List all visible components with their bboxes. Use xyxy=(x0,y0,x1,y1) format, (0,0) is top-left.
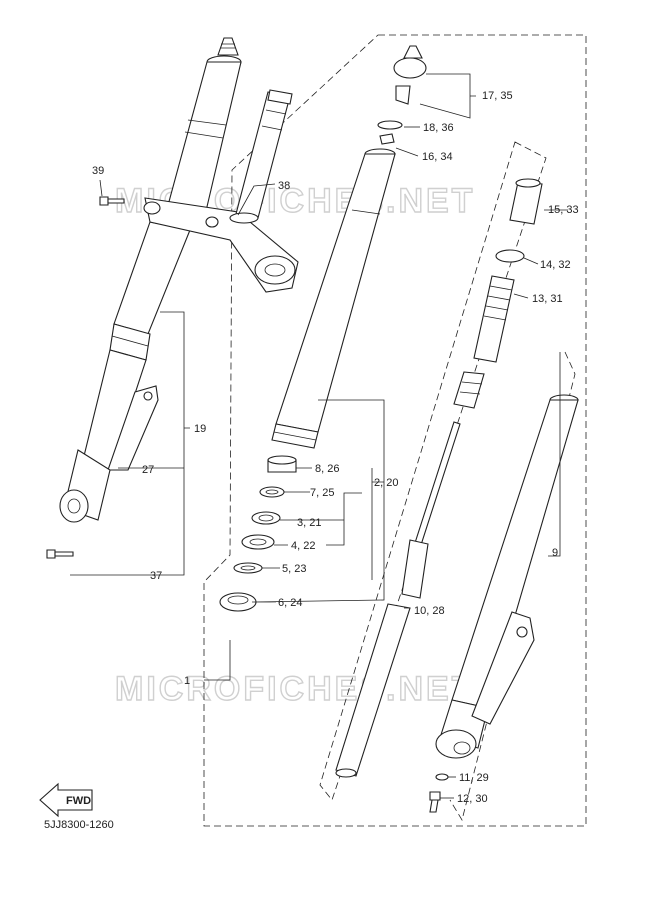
bolt-12 xyxy=(429,791,441,813)
washer-11 xyxy=(435,773,449,781)
callout-11-29: 11, 29 xyxy=(459,772,489,784)
callout-18-36: 18, 36 xyxy=(423,122,454,134)
callout-6-24: 6, 24 xyxy=(278,597,302,609)
callout-15-33: 15, 33 xyxy=(548,204,579,216)
callout-14-32: 14, 32 xyxy=(540,259,571,271)
diagram-code: 5JJ8300-1260 xyxy=(44,819,114,831)
nut-16 xyxy=(379,133,395,145)
callout-16-34: 16, 34 xyxy=(422,151,453,163)
washer-14 xyxy=(495,249,525,263)
assembled-fork xyxy=(59,37,242,523)
callout-1: 1 xyxy=(184,675,190,687)
outer-tube xyxy=(271,148,396,449)
inner-tube-group-boundary xyxy=(319,141,547,801)
washer-18 xyxy=(377,120,403,130)
callout-8-26: 8, 26 xyxy=(315,463,339,475)
callout-3-21: 3, 21 xyxy=(297,517,321,529)
spring-13 xyxy=(473,275,515,363)
callout-12-30: 12, 30 xyxy=(457,793,488,805)
bolt-39 xyxy=(99,196,125,206)
callout-13-31: 13, 31 xyxy=(532,293,563,305)
spacer-15 xyxy=(509,181,543,225)
damper-rod-10 xyxy=(335,421,461,778)
callout-27: 27 xyxy=(142,464,154,476)
callout-5-23: 5, 23 xyxy=(282,563,306,575)
callout-7-25: 7, 25 xyxy=(310,487,334,499)
callout-17-35: 17, 35 xyxy=(482,90,513,102)
callout-19: 19 xyxy=(194,423,206,435)
watermark-bottom: MICROFICHES.NET xyxy=(115,670,475,708)
rebound-spring xyxy=(453,371,485,409)
callout-38: 38 xyxy=(278,180,290,192)
bolt-37 xyxy=(46,549,74,559)
callout-2-20: 2, 20 xyxy=(374,477,398,489)
seal-stack xyxy=(219,455,297,612)
fwd-arrow: FWD xyxy=(39,782,93,818)
callout-10-28: 10, 28 xyxy=(414,605,445,617)
outer-tube-9 xyxy=(435,394,579,759)
fwd-label: FWD xyxy=(66,795,91,807)
callout-9: 9 xyxy=(552,547,558,559)
cap-bolt-17 xyxy=(393,45,427,105)
steering-stem-bracket xyxy=(143,89,299,293)
spacer-15-top xyxy=(515,178,541,188)
callout-37: 37 xyxy=(150,570,162,582)
callout-4-22: 4, 22 xyxy=(291,540,315,552)
callout-39: 39 xyxy=(92,165,104,177)
leader-lines xyxy=(70,73,568,799)
